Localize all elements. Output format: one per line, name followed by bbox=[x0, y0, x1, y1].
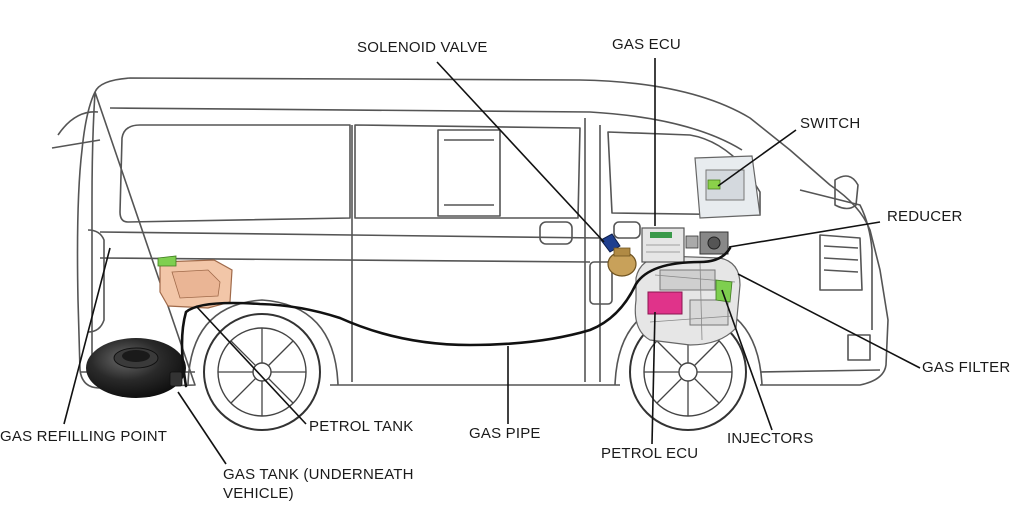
leader-switch bbox=[717, 129, 797, 187]
label-injectors: INJECTORS bbox=[727, 430, 814, 447]
gas-tank-component bbox=[86, 338, 186, 398]
dashboard-switch bbox=[694, 155, 761, 219]
gas-ecu-box bbox=[641, 227, 685, 263]
solenoid-valve-component bbox=[600, 233, 637, 277]
leader-reducer bbox=[728, 221, 881, 248]
leader-gas-refilling-point bbox=[63, 247, 111, 425]
van-body bbox=[51, 77, 889, 389]
label-gas-tank: GAS TANK (UNDERNEATH VEHICLE) bbox=[223, 466, 414, 502]
label-petrol-ecu: PETROL ECU bbox=[601, 445, 699, 462]
front-wheel bbox=[614, 299, 763, 431]
engine bbox=[634, 255, 741, 346]
rear-wheel bbox=[187, 299, 339, 431]
label-gas-pipe: GAS PIPE bbox=[469, 425, 541, 442]
label-solenoid-valve: SOLENOID VALVE bbox=[357, 39, 488, 56]
label-reducer: REDUCER bbox=[887, 208, 963, 225]
gas-pipe-line bbox=[180, 246, 732, 388]
leader-petrol-ecu bbox=[651, 311, 656, 445]
leader-gas-filter bbox=[737, 273, 921, 369]
label-gas-refilling-point: GAS REFILLING POINT bbox=[0, 428, 168, 445]
label-switch: SWITCH bbox=[800, 115, 861, 132]
label-gas-filter: GAS FILTER bbox=[922, 359, 1011, 376]
label-gas-ecu: GAS ECU bbox=[612, 36, 681, 53]
leader-petrol-tank bbox=[195, 305, 307, 425]
leader-injectors bbox=[721, 289, 773, 431]
leader-solenoid-valve bbox=[436, 61, 605, 243]
leader-gas-tank bbox=[177, 391, 227, 465]
reducer-component bbox=[685, 231, 729, 255]
label-petrol-tank: PETROL TANK bbox=[309, 418, 414, 435]
petrol-tank-component bbox=[157, 255, 233, 309]
